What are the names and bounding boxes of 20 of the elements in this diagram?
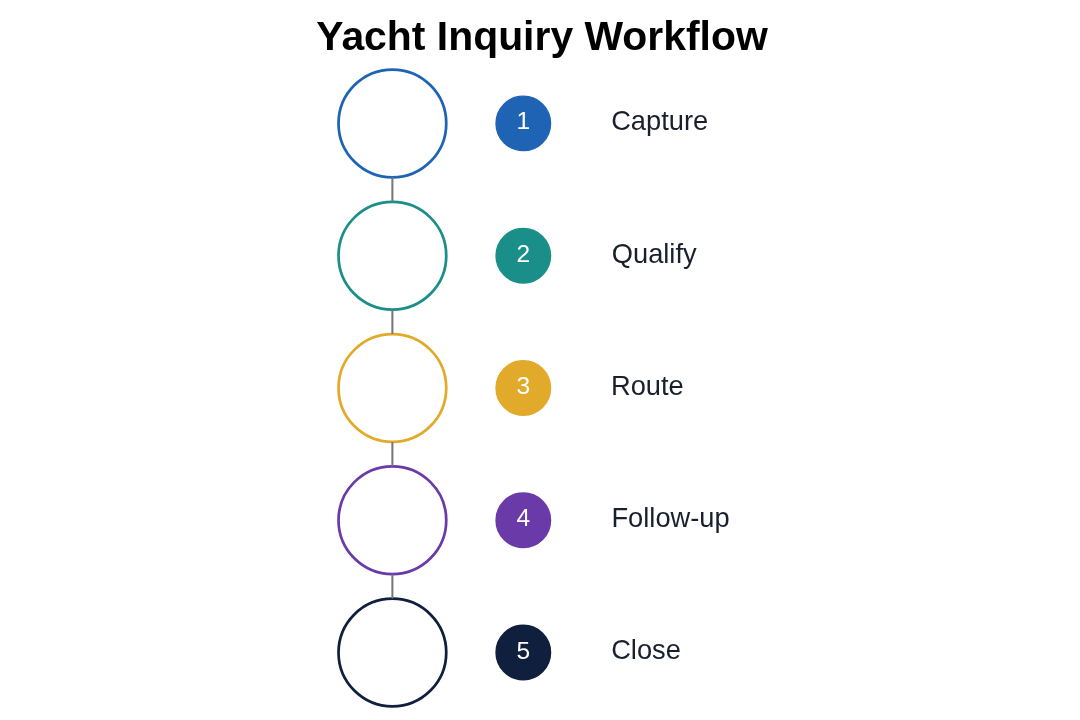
node-circle xyxy=(337,332,448,444)
node-circle: 4 xyxy=(495,492,552,549)
node-label: Close xyxy=(611,634,681,666)
connector xyxy=(391,442,394,467)
node-circle: 2 xyxy=(495,227,552,284)
node-circle xyxy=(337,68,448,179)
node-circle xyxy=(337,597,448,708)
node-circle: 1 xyxy=(495,95,552,152)
connector xyxy=(391,574,394,599)
node-label: Capture xyxy=(611,105,709,137)
node-label: Follow-up xyxy=(611,502,730,534)
node-circle: 3 xyxy=(495,360,552,416)
node-circle xyxy=(337,465,448,576)
connector xyxy=(391,177,394,202)
connector xyxy=(391,309,394,334)
diagram-title: Yacht Inquiry Workflow xyxy=(316,13,768,60)
node-circle xyxy=(337,200,448,311)
node-label: Qualify xyxy=(611,237,697,269)
node-circle: 5 xyxy=(495,624,552,681)
node-label: Route xyxy=(611,369,684,401)
